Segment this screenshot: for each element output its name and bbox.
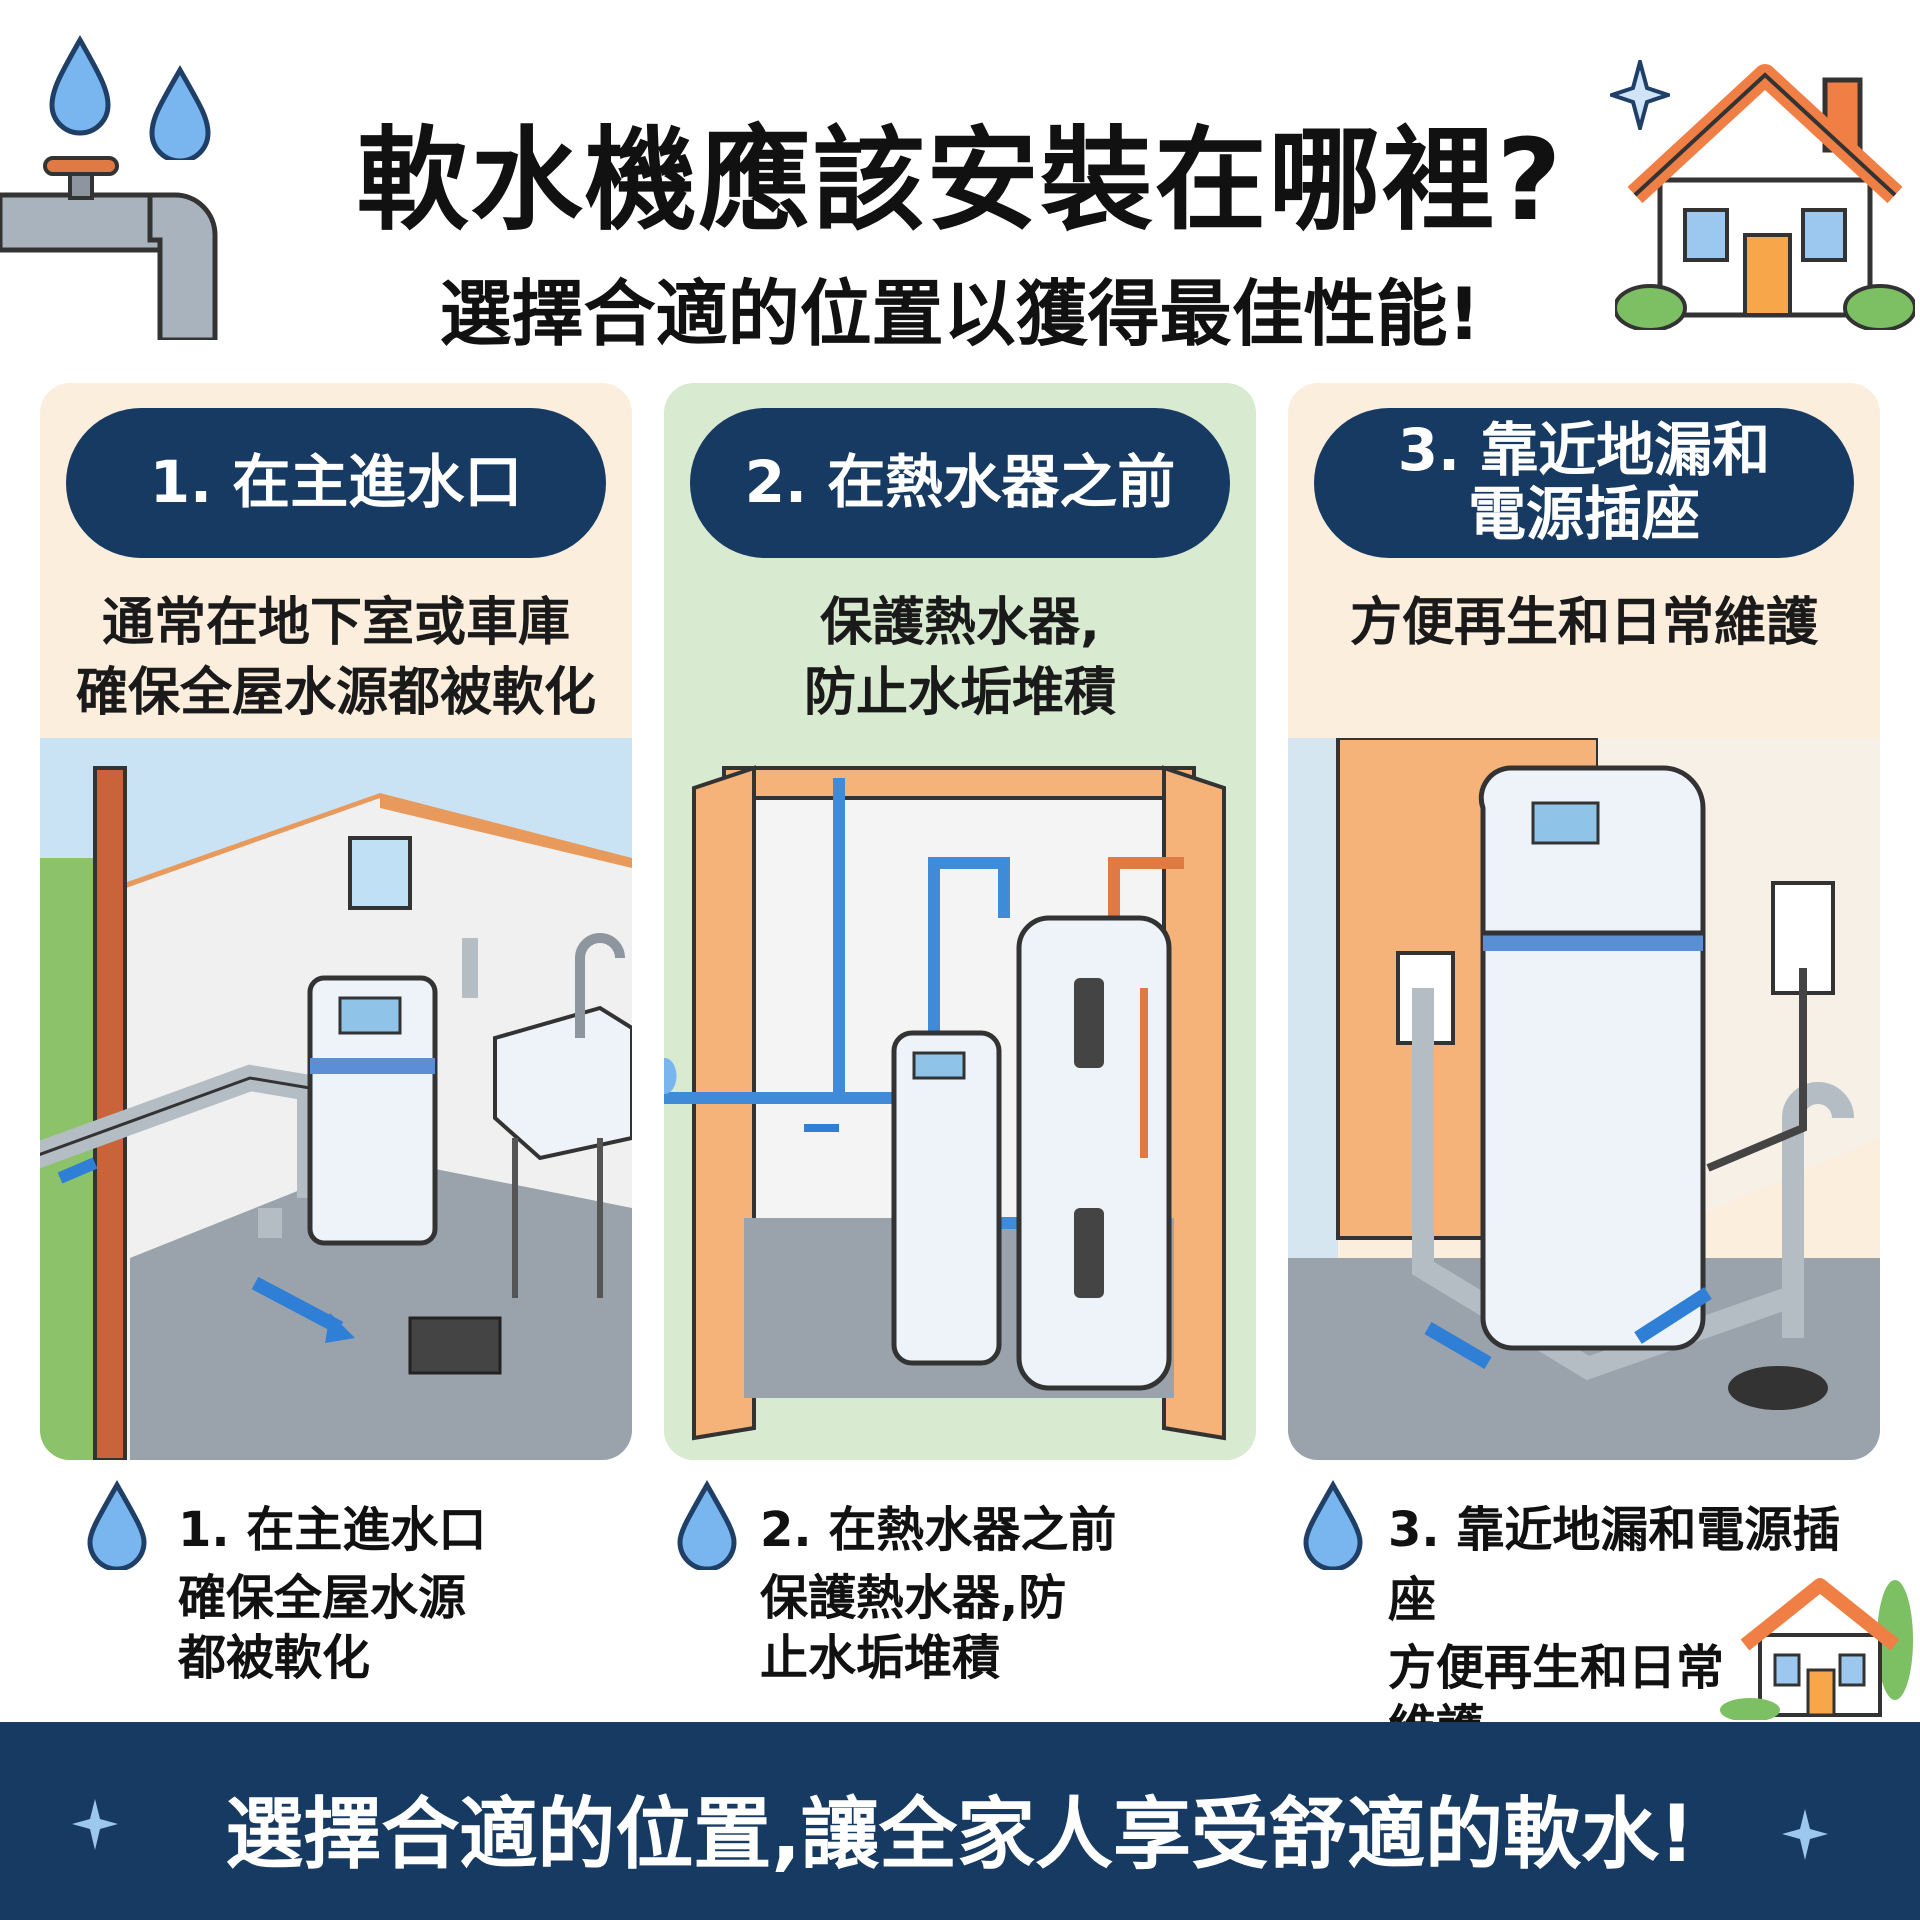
description-line: 確保全屋水源都被軟化 (75, 663, 596, 724)
sparkle-icon (1782, 1809, 1828, 1860)
description-line: 防止水垢堆積 (803, 663, 1116, 724)
panel-header: 2. 在熱水器之前 保護熱水器, 防止水垢堆積 (664, 383, 1256, 743)
panel-heading: 1. 在主進水口 (66, 408, 606, 558)
house-icon (1720, 1578, 1913, 1720)
panel-near-drain: 3. 靠近地漏和 電源插座 方便再生和日常維護 (1288, 383, 1880, 1460)
drain-outlet-illustration (1288, 738, 1880, 1460)
panel-description: 保護熱水器, 防止水垢堆積 (674, 588, 1246, 728)
closet-illustration (664, 738, 1256, 1460)
panel-before-heater: 2. 在熱水器之前 保護熱水器, 防止水垢堆積 (664, 383, 1256, 1460)
note-title: 2. 在熱水器之前 (760, 1502, 1117, 1558)
water-drop-icon (87, 1480, 147, 1570)
note-line: 保護熱水器,防 (760, 1570, 1067, 1626)
panel-description: 通常在地下室或車庫 確保全屋水源都被軟化 (50, 588, 622, 728)
sparkle-icon (72, 1799, 118, 1850)
panel-heading: 3. 靠近地漏和 電源插座 (1314, 408, 1854, 558)
basement-illustration (40, 738, 632, 1460)
footer-text: 選擇合適的位置,讓全家人享受舒適的軟水! (225, 1790, 1695, 1880)
description-line: 通常在地下室或車庫 (101, 593, 570, 653)
description-line: 保護熱水器, (820, 593, 1100, 653)
note-main-inlet: 1. 在主進水口 確保全屋水源 都被軟化 (178, 1490, 598, 1688)
house-icon (1615, 64, 1915, 330)
panel-header: 1. 在主進水口 通常在地下室或車庫 確保全屋水源都被軟化 (40, 383, 632, 743)
panel-heading: 2. 在熱水器之前 (690, 408, 1230, 558)
panel-description: 方便再生和日常維護 (1298, 588, 1870, 658)
panel-header: 3. 靠近地漏和 電源插座 方便再生和日常維護 (1288, 383, 1880, 743)
note-line: 確保全屋水源 (178, 1570, 467, 1626)
description-line: 方便再生和日常維護 (1349, 593, 1818, 653)
sparkle-icon (1610, 60, 1670, 130)
faucet-pipe-icon (0, 156, 218, 340)
note-line: 止水垢堆積 (760, 1630, 1001, 1686)
note-before-heater: 2. 在熱水器之前 保護熱水器,防 止水垢堆積 (760, 1490, 1200, 1688)
footer-banner: 選擇合適的位置,讓全家人享受舒適的軟水! (0, 1722, 1920, 1920)
note-title: 1. 在主進水口 (178, 1502, 487, 1558)
panel-main-inlet: 1. 在主進水口 通常在地下室或車庫 確保全屋水源都被軟化 (40, 383, 632, 1460)
heading-line: 電源插座 (1467, 480, 1700, 548)
note-line: 方便再生和日常 (1388, 1640, 1725, 1696)
note-title: 3. 靠近地漏和電源插座 (1388, 1502, 1841, 1628)
page-title: 軟水機應該安裝在哪裡? (356, 116, 1564, 246)
note-near-drain: 3. 靠近地漏和電源插座 方便再生和日常 維護 (1388, 1490, 1888, 1758)
heading-line: 3. 靠近地漏和 (1397, 416, 1771, 485)
note-line: 都被軟化 (178, 1630, 371, 1686)
water-drop-icon (1303, 1480, 1363, 1570)
water-drops-icon (49, 34, 211, 160)
water-drop-icon (677, 1480, 737, 1570)
page-subtitle: 選擇合適的位置以獲得最佳性能! (439, 272, 1481, 356)
